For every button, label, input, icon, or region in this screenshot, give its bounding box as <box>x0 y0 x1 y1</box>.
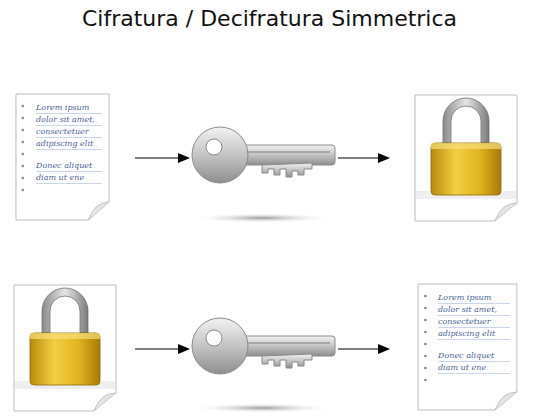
locked-document <box>14 285 116 411</box>
document-text: Lorem ipsum dolor sit amet, consectetuer… <box>416 282 520 394</box>
locked-document <box>415 95 517 221</box>
document-node: Lorem ipsum dolor sit amet, consectetuer… <box>14 92 112 222</box>
document-text: Lorem ipsum dolor sit amet, consectetuer… <box>14 92 112 204</box>
document-line: Lorem ipsum dolor sit amet, consectetuer… <box>36 102 102 150</box>
document-node: Lorem ipsum dolor sit amet, consectetuer… <box>416 282 520 412</box>
key-icon <box>190 318 335 413</box>
document-line: Donec aliquet diam ut ene <box>36 160 102 184</box>
diagram-title: Cifratura / Decifratura Simmetrica <box>0 6 539 31</box>
document-line: Donec aliquet diam ut ene <box>438 350 510 374</box>
key-icon <box>190 127 335 223</box>
document-line: Lorem ipsum dolor sit amet, consectetuer… <box>438 292 510 340</box>
